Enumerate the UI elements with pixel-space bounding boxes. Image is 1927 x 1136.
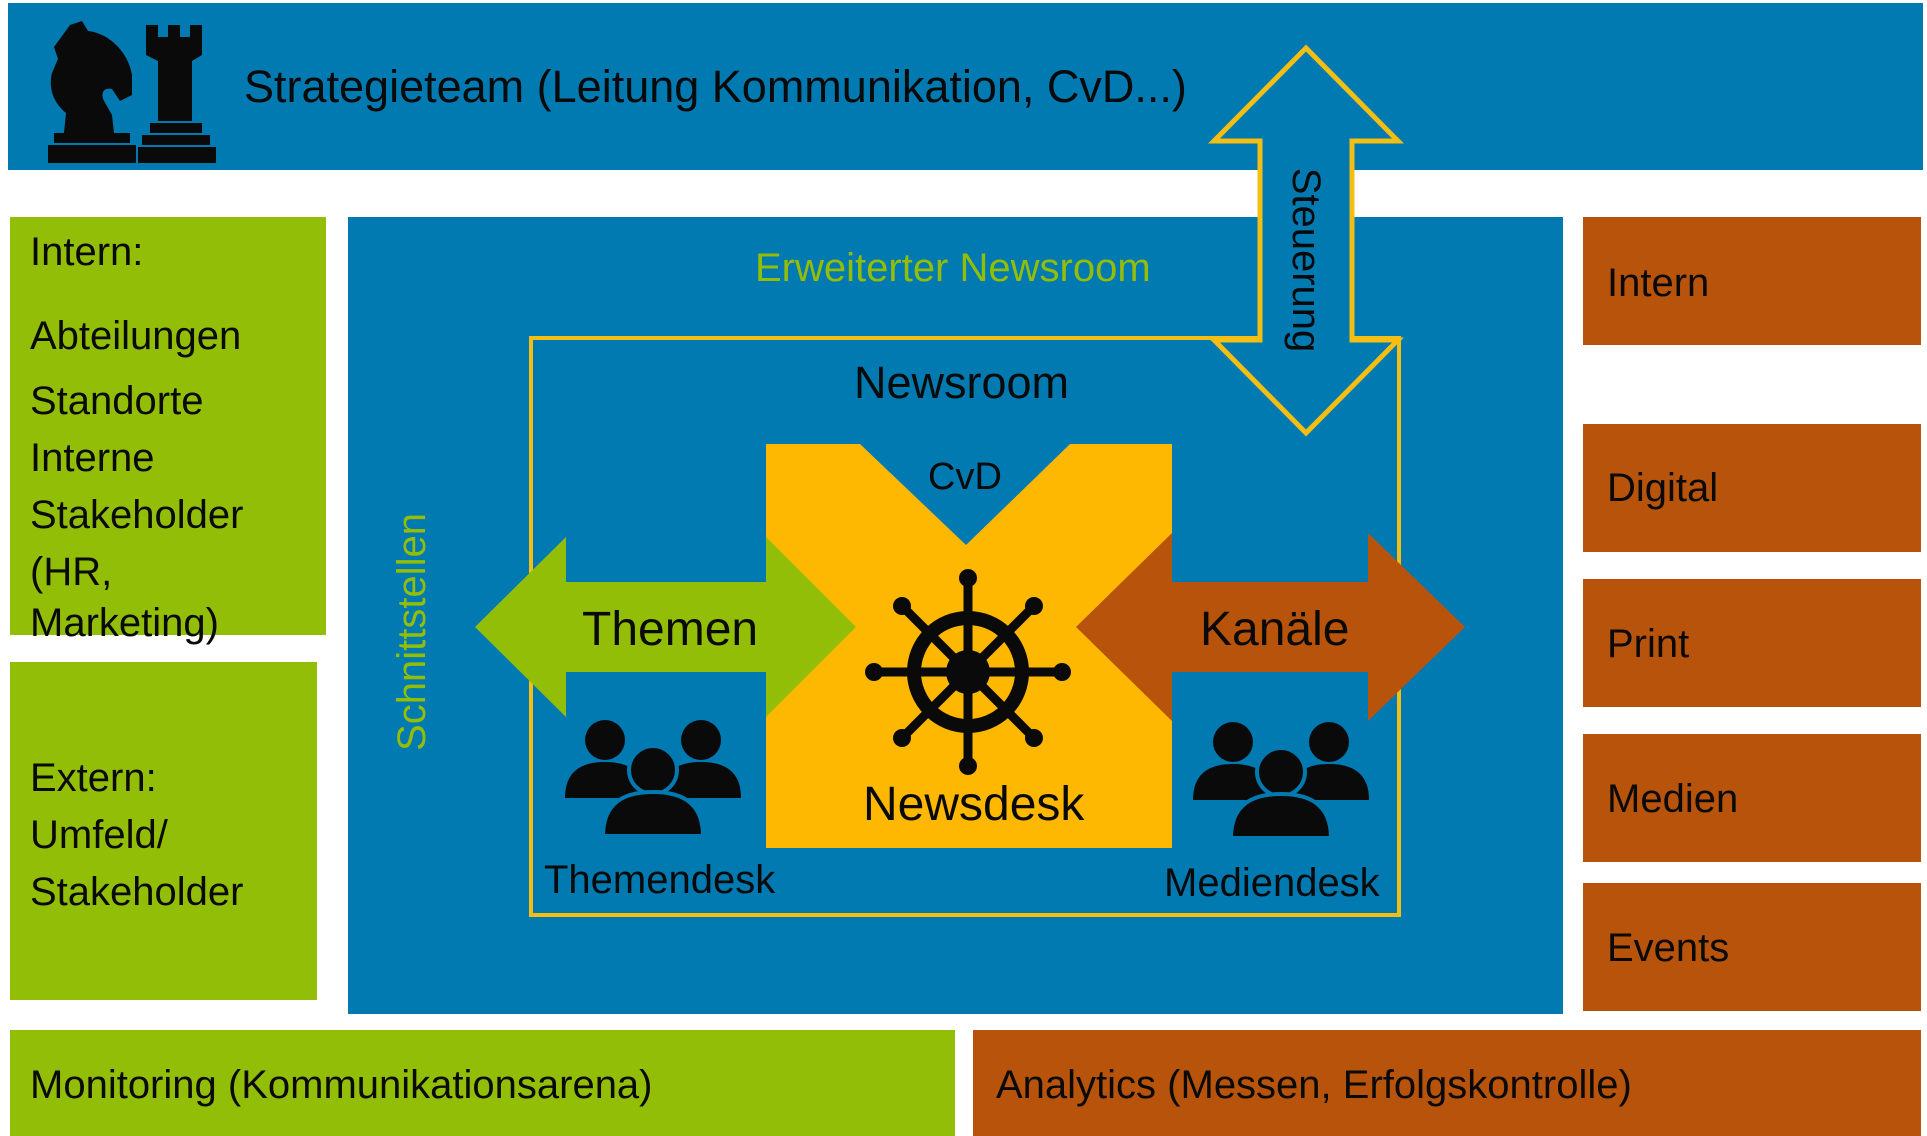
analytics-bar bbox=[973, 1030, 1921, 1136]
channel-box bbox=[1583, 217, 1921, 345]
channels-arrow-label: Kanäle bbox=[1200, 603, 1350, 656]
intern-line: Abteilungen bbox=[30, 314, 242, 358]
media-desk-label: Mediendesk bbox=[1164, 861, 1380, 905]
intern-line: (HR, bbox=[30, 550, 113, 594]
newsdesk-label: Newsdesk bbox=[863, 778, 1085, 831]
steering-arrow bbox=[1208, 44, 1404, 437]
cvd-label: CvD bbox=[928, 456, 1002, 498]
extended-newsroom-title: Erweiterter Newsroom bbox=[755, 246, 1151, 290]
steering-label: Steuerung bbox=[1284, 167, 1328, 353]
intern-line: Stakeholder bbox=[30, 493, 244, 537]
topics-arrow-label: Themen bbox=[582, 603, 759, 656]
channel-box bbox=[1583, 424, 1921, 552]
header-title: Strategieteam (Leitung Kommunikation, Cv… bbox=[244, 61, 1187, 112]
channel-label: Events bbox=[1607, 926, 1730, 970]
channel-box bbox=[1583, 883, 1921, 1011]
monitoring-bar bbox=[10, 1030, 955, 1136]
analytics-label: Analytics (Messen, Erfolgskontrolle) bbox=[996, 1063, 1632, 1107]
topic-desk-label: Themendesk bbox=[544, 858, 776, 902]
topics-arrow bbox=[475, 537, 856, 717]
channel-label: Digital bbox=[1607, 466, 1719, 510]
extern-line: Stakeholder bbox=[30, 870, 244, 914]
newsroom-title: Newsroom bbox=[854, 357, 1070, 408]
intern-heading: Intern: bbox=[30, 230, 144, 274]
people-group-icon bbox=[565, 720, 741, 838]
monitoring-label: Monitoring (Kommunikationsarena) bbox=[30, 1063, 653, 1107]
channel-box bbox=[1583, 734, 1921, 862]
intern-line: Standorte bbox=[30, 379, 204, 423]
channels-arrow bbox=[1076, 533, 1465, 721]
channel-label: Print bbox=[1607, 622, 1690, 666]
chess-knight-rook-icon bbox=[48, 21, 216, 163]
intern-panel bbox=[10, 217, 326, 635]
channel-box bbox=[1583, 579, 1921, 707]
header-bar bbox=[8, 3, 1923, 170]
channel-label: Intern bbox=[1607, 261, 1710, 305]
ship-wheel-icon bbox=[865, 569, 1071, 775]
extern-panel bbox=[10, 662, 317, 1000]
channel-label: Medien bbox=[1607, 777, 1739, 821]
intern-line: Marketing) bbox=[30, 601, 219, 645]
extern-line: Umfeld/ bbox=[30, 813, 168, 857]
people-group-icon bbox=[1193, 722, 1369, 840]
intern-line: Interne bbox=[30, 436, 155, 480]
chess-icon-box bbox=[8, 3, 236, 170]
extern-line: Extern: bbox=[30, 756, 157, 800]
